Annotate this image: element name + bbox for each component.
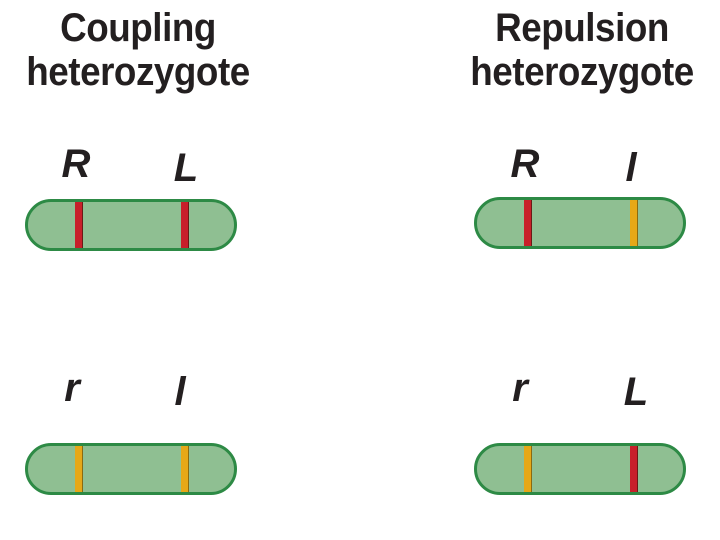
coupling-title-line1: Coupling — [60, 6, 216, 50]
repulsion-top-allele-right: l — [625, 146, 637, 190]
repulsion-bottom-chromosome — [474, 443, 686, 495]
repulsion-top-band-left — [524, 200, 531, 246]
repulsion-bottom-band-left — [524, 446, 531, 492]
coupling-top-chromosome — [25, 199, 237, 251]
repulsion-bottom-allele-left: r — [512, 366, 528, 410]
repulsion-title-line2: heterozygote — [470, 50, 694, 94]
coupling-title: Coupling heterozygote — [11, 6, 265, 94]
coupling-bottom-allele-left: r — [64, 366, 80, 410]
coupling-top-band-right — [181, 202, 188, 248]
coupling-bottom-band-right — [181, 446, 188, 492]
coupling-bottom-allele-right: l — [174, 370, 186, 414]
repulsion-bottom-allele-right: L — [623, 370, 649, 414]
repulsion-top-chromosome — [474, 197, 686, 249]
coupling-bottom-chromosome — [25, 443, 237, 495]
coupling-top-allele-left: R — [61, 142, 91, 186]
coupling-bottom-band-left — [75, 446, 82, 492]
repulsion-title-line1: Repulsion — [495, 6, 669, 50]
repulsion-title: Repulsion heterozygote — [455, 6, 709, 94]
repulsion-bottom-band-right — [630, 446, 637, 492]
repulsion-top-band-right — [630, 200, 637, 246]
repulsion-top-allele-left: R — [510, 142, 540, 186]
coupling-top-allele-right: L — [173, 146, 199, 190]
coupling-title-line2: heterozygote — [26, 50, 250, 94]
coupling-top-band-left — [75, 202, 82, 248]
